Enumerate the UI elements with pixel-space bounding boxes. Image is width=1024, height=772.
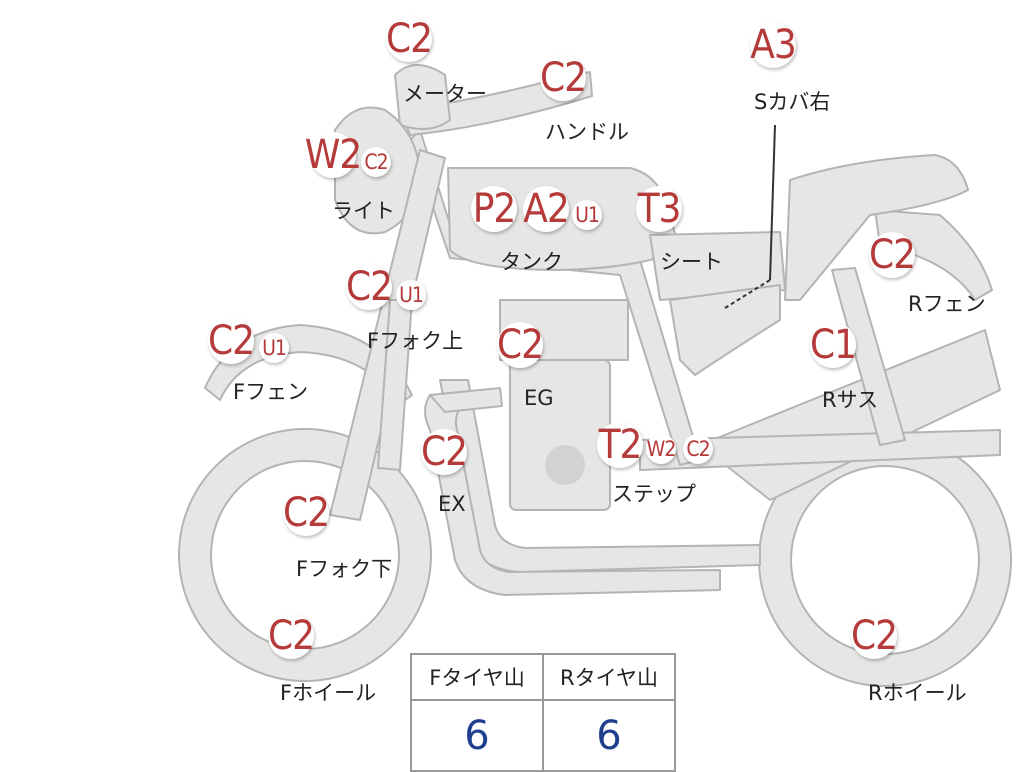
badge-fork-upper-c2: C2 <box>345 264 393 310</box>
badge-front-fender-c2: C2 <box>207 318 255 364</box>
badge-fork-upper-u1: U1 <box>396 280 426 310</box>
badge-rear-wheel-c2: C2 <box>850 613 898 659</box>
badge-tank-p2: P2 <box>471 186 517 232</box>
leader-line <box>769 124 776 281</box>
rear-suspension-shape <box>831 267 906 446</box>
badge-step-w2: W2 <box>646 434 676 464</box>
label-meter: メーター <box>403 82 487 106</box>
badge-light-c2: C2 <box>361 147 391 177</box>
badge-front-wheel-c2: C2 <box>267 613 315 659</box>
badge-step-c2: C2 <box>683 434 713 464</box>
badge-seat-t3: T3 <box>636 186 682 232</box>
rear-tire-tread-header: Rタイヤ山 <box>544 655 674 701</box>
badge-engine-c2: C2 <box>496 322 544 368</box>
badge-side-cover-a3: A3 <box>750 22 797 68</box>
table-divider <box>542 655 544 770</box>
label-front-wheel: Fホイール <box>280 681 377 705</box>
meter-shape <box>394 64 451 130</box>
label-engine: EG <box>524 386 554 410</box>
badge-fork-lower-c2: C2 <box>282 490 330 536</box>
label-light: ライト <box>332 199 395 223</box>
badge-rear-fender-c2: C2 <box>868 232 916 278</box>
label-step: ステップ <box>612 482 696 506</box>
side-cover-shape <box>669 284 781 376</box>
label-rear-suspension: Rサス <box>822 388 879 412</box>
badge-step-t2: T2 <box>597 422 643 468</box>
seat-rear-shape <box>784 154 969 301</box>
label-exhaust: EX <box>438 492 466 516</box>
label-rear-fender: Rフェン <box>908 292 986 316</box>
label-handle: ハンドル <box>545 120 629 144</box>
badge-front-fender-u1: U1 <box>259 333 289 363</box>
badge-rear-suspension-c1: C1 <box>809 322 857 368</box>
front-tire-tread-header: Fタイヤ山 <box>412 655 542 701</box>
front-tire-tread-value: 6 <box>464 712 490 759</box>
badge-meter-c2: C2 <box>385 16 433 62</box>
label-front-fork-lower: Fフォク下 <box>296 557 393 581</box>
badge-light-w2: W2 <box>304 132 362 178</box>
exhaust-shape <box>429 387 503 413</box>
label-seat: シート <box>660 250 723 274</box>
label-front-fork-upper: Fフォク上 <box>367 329 464 353</box>
label-tank: タンク <box>500 250 563 274</box>
badge-tank-u1: U1 <box>572 200 602 230</box>
badge-tank-a2: A2 <box>523 186 570 232</box>
badge-handle-c2: C2 <box>539 55 587 101</box>
label-rear-wheel: Rホイール <box>868 681 967 705</box>
label-front-fender: Fフェン <box>233 380 309 404</box>
label-side-cover-right: Sカバ右 <box>754 90 831 114</box>
badge-exhaust-c2: C2 <box>420 429 468 475</box>
rear-tire-tread-value: 6 <box>596 712 622 759</box>
tire-tread-table: Fタイヤ山 Rタイヤ山 6 6 <box>410 653 676 772</box>
